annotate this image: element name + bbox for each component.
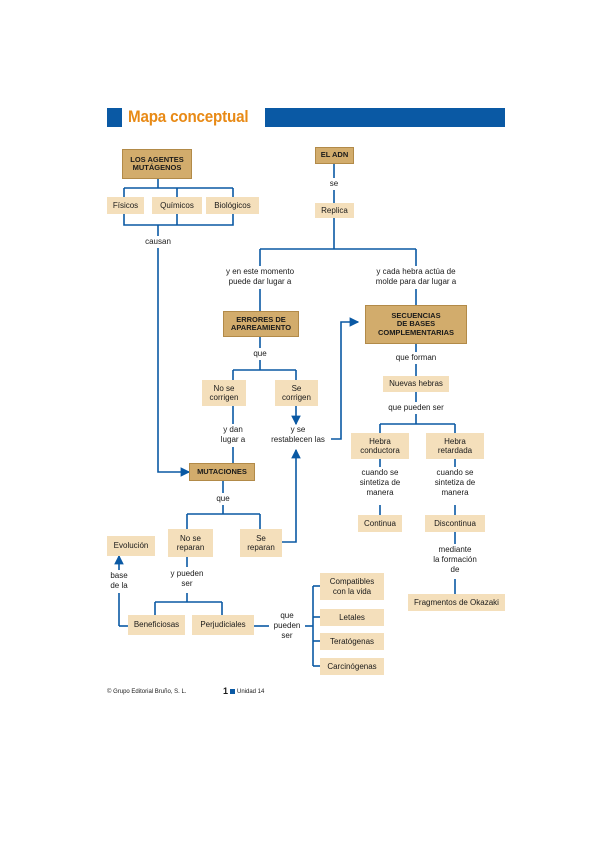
page-title: Mapa conceptual	[128, 108, 249, 126]
node-errores-apareamiento: ERRORES DE APAREAMIENTO	[223, 311, 299, 337]
node-se-corrigen: Se corrigen	[275, 380, 318, 406]
label-que-errores: que	[252, 349, 268, 359]
node-no-se-reparan: No se reparan	[168, 529, 213, 557]
label-cada-hebra: y cada hebra actúa de molde para dar lug…	[374, 267, 458, 287]
node-se-reparan: Se reparan	[240, 529, 282, 557]
label-cuando-sintetiza-conductora: cuando se sintetiza de manera	[358, 468, 402, 498]
label-mediante: mediante la formación de	[432, 545, 478, 575]
label-causan: causan	[144, 237, 172, 247]
node-evolucion: Evolución	[107, 536, 155, 556]
footer-page-number: 1	[223, 686, 229, 696]
label-cuando-sintetiza-retardada: cuando se sintetiza de manera	[433, 468, 477, 498]
label-que-pueden-ser-hebras: que pueden ser	[387, 403, 445, 413]
label-y-pueden-ser: y pueden ser	[169, 569, 205, 589]
header-square	[107, 108, 122, 127]
node-hebra-conductora: Hebra conductora	[351, 433, 409, 459]
label-se: se	[328, 179, 340, 189]
label-y-dan-lugar: y dan lugar a	[219, 425, 247, 445]
header-title-box: Mapa conceptual	[122, 104, 265, 131]
node-hebra-retardada: Hebra retardada	[426, 433, 484, 459]
node-nuevas-hebras: Nuevas hebras	[383, 376, 449, 392]
node-beneficiosas: Beneficiosas	[128, 615, 185, 635]
label-que-pueden-ser-perjudiciales: que pueden ser	[272, 611, 302, 641]
node-no-se-corrigen: No se corrigen	[202, 380, 246, 406]
node-el-adn: EL ADN	[315, 147, 354, 164]
label-que-mutaciones: que	[215, 494, 231, 504]
node-agentes-mutagenos: LOS AGENTES MUTÁGENOS	[122, 149, 192, 179]
label-que-forman: que forman	[394, 353, 438, 363]
node-carcinogenas: Carcinógenas	[320, 658, 384, 675]
node-continua: Continua	[358, 515, 402, 532]
node-fragmentos-okazaki: Fragmentos de Okazaki	[408, 594, 505, 611]
node-biologicos: Biológicos	[206, 197, 259, 214]
node-secuencias-bases: SECUENCIAS DE BASES COMPLEMENTARIAS	[365, 305, 467, 344]
node-compatibles: Compatibles con la vida	[320, 573, 384, 600]
node-perjudiciales: Perjudiciales	[192, 615, 254, 635]
node-mutaciones: MUTACIONES	[189, 463, 255, 481]
label-en-este-momento: y en este momento puede dar lugar a	[224, 267, 296, 287]
node-fisicos: Físicos	[107, 197, 144, 214]
node-discontinua: Discontinua	[425, 515, 485, 532]
label-y-se-restablecen: y se restablecen las	[270, 425, 326, 445]
node-quimicos: Químicos	[152, 197, 202, 214]
footer-publisher: © Grupo Editorial Bruño, S. L.	[107, 689, 187, 695]
node-letales: Letales	[320, 609, 384, 626]
footer-unit: Unidad 14	[237, 689, 265, 695]
node-teratogenas: Teratógenas	[320, 633, 384, 650]
node-replica: Replica	[315, 203, 354, 218]
label-base-de-la: base de la	[109, 571, 129, 591]
footer-square-icon	[230, 689, 235, 694]
